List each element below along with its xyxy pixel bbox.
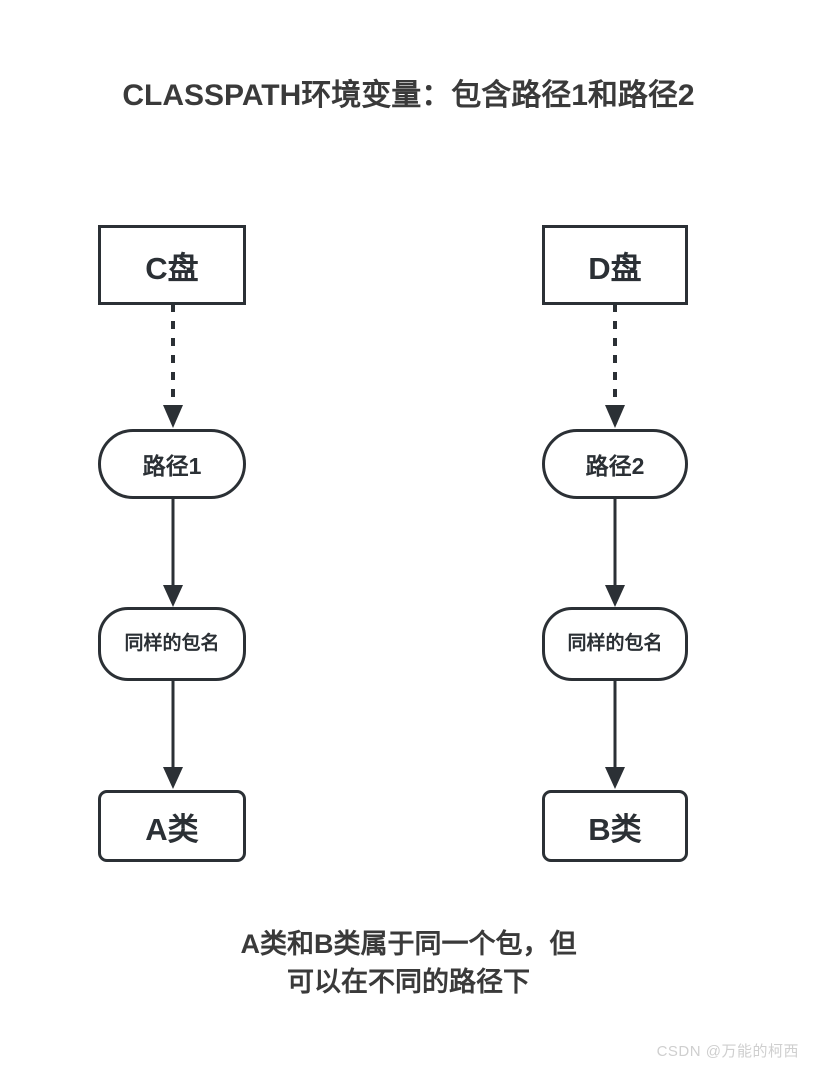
node-class-b[interactable]: B类 — [542, 790, 688, 862]
caption-line-1: A类和B类属于同一个包，但 — [240, 929, 577, 959]
node-class-a-label: A类 — [145, 811, 199, 847]
node-package-right-label: 同样的包名 — [567, 633, 663, 655]
node-d-drive-label: D盘 — [588, 250, 642, 286]
diagram-caption: A类和B类属于同一个包，但 可以在不同的路径下 — [0, 925, 817, 1002]
node-package-right[interactable]: 同样的包名 — [542, 607, 688, 681]
edge-package-left-to-class-a — [152, 681, 194, 791]
node-package-left[interactable]: 同样的包名 — [98, 607, 246, 681]
node-c-drive[interactable]: C盘 — [98, 225, 246, 305]
node-class-a[interactable]: A类 — [98, 790, 246, 862]
node-d-drive[interactable]: D盘 — [542, 225, 688, 305]
edge-d-drive-to-path-2 — [594, 304, 636, 430]
node-path-2[interactable]: 路径2 — [542, 429, 688, 499]
node-c-drive-label: C盘 — [145, 250, 199, 286]
page-title: CLASSPATH环境变量：包含路径1和路径2 — [122, 79, 695, 112]
node-path-1-label: 路径1 — [142, 453, 202, 479]
edge-path-2-to-package-right — [594, 499, 636, 609]
node-path-1[interactable]: 路径1 — [98, 429, 246, 499]
node-package-left-label: 同样的包名 — [124, 633, 220, 655]
edge-path-1-to-package-left — [152, 499, 194, 609]
node-path-2-label: 路径2 — [585, 453, 645, 479]
edge-c-drive-to-path-1 — [152, 304, 194, 430]
node-class-b-label: B类 — [588, 811, 642, 847]
caption-line-2: 可以在不同的路径下 — [287, 967, 530, 998]
edge-package-right-to-class-b — [594, 681, 636, 791]
csdn-watermark: CSDN @万能的柯西 — [656, 1043, 799, 1060]
